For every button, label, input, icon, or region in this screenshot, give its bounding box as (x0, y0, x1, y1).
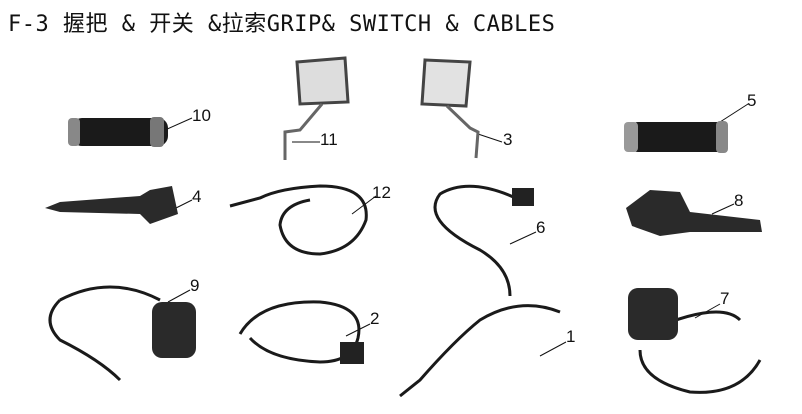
mirror-left (283, 56, 350, 160)
callout-8: 8 (734, 191, 744, 210)
callout-10: 10 (192, 106, 211, 125)
lever-left (45, 186, 178, 224)
mirror-right (420, 58, 480, 159)
cable-2-end (340, 342, 364, 364)
callout-2: 2 (370, 309, 380, 328)
switch-left (152, 302, 196, 358)
callout-5: 5 (747, 91, 757, 110)
switch-right (628, 288, 678, 340)
callout-12: 12 (372, 183, 391, 202)
callout-3: 3 (503, 130, 513, 149)
cable-6 (433, 184, 521, 297)
callout-7: 7 (720, 289, 730, 308)
grip-right (624, 121, 728, 153)
callout-6: 6 (536, 218, 546, 237)
cable-2 (238, 300, 361, 364)
callout-9: 9 (190, 276, 200, 295)
cable-12 (229, 184, 368, 256)
callout-11: 11 (320, 130, 338, 149)
cable-1 (399, 304, 561, 398)
callout-4: 4 (192, 187, 202, 206)
callout-1: 1 (566, 327, 576, 346)
grip-left (68, 117, 168, 147)
wiring-9 (48, 285, 161, 382)
cable-6-end (512, 188, 534, 206)
lever-right (626, 190, 762, 236)
page-title: F-3 握把 & 开关 &拉索GRIP& SWITCH & CABLES (8, 12, 556, 37)
